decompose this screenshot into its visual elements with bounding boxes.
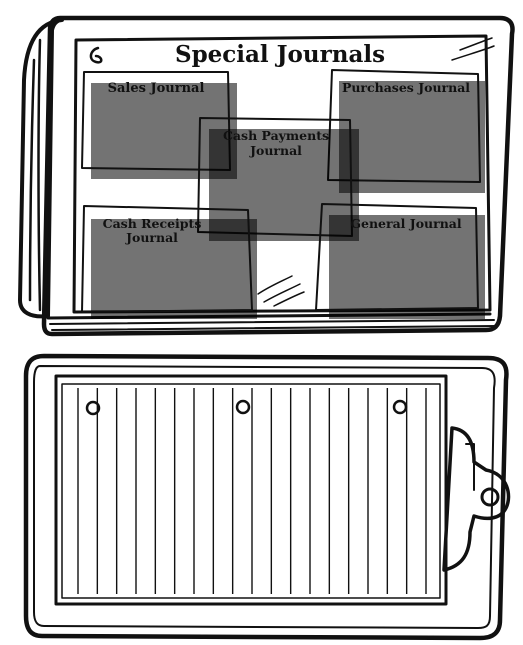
sales-journal-label: Sales Journal (108, 81, 205, 96)
note-general-journal: General Journal (316, 204, 485, 319)
punch-hole (237, 401, 249, 413)
clipboard (26, 356, 509, 638)
cash-payments-label-line2: Journal (249, 143, 302, 158)
purchases-journal-label: Purchases Journal (342, 80, 470, 95)
clipboard-clip (444, 428, 509, 570)
ruled-column-lines (78, 388, 426, 594)
book-title: Special Journals (175, 41, 385, 68)
general-journal-label: General Journal (350, 216, 462, 231)
cash-receipts-label-line1: Cash Receipts (103, 216, 202, 231)
note-cash-receipts-journal: Cash Receipts Journal (82, 206, 257, 319)
open-book: Special Journals Sales Journal Purchases… (20, 18, 513, 334)
cash-payments-label-line1: Cash Payments (223, 128, 329, 143)
cash-receipts-label-line2: Journal (125, 230, 178, 245)
clipboard-board (26, 356, 506, 638)
punch-hole (394, 401, 406, 413)
book-spine (20, 20, 62, 316)
